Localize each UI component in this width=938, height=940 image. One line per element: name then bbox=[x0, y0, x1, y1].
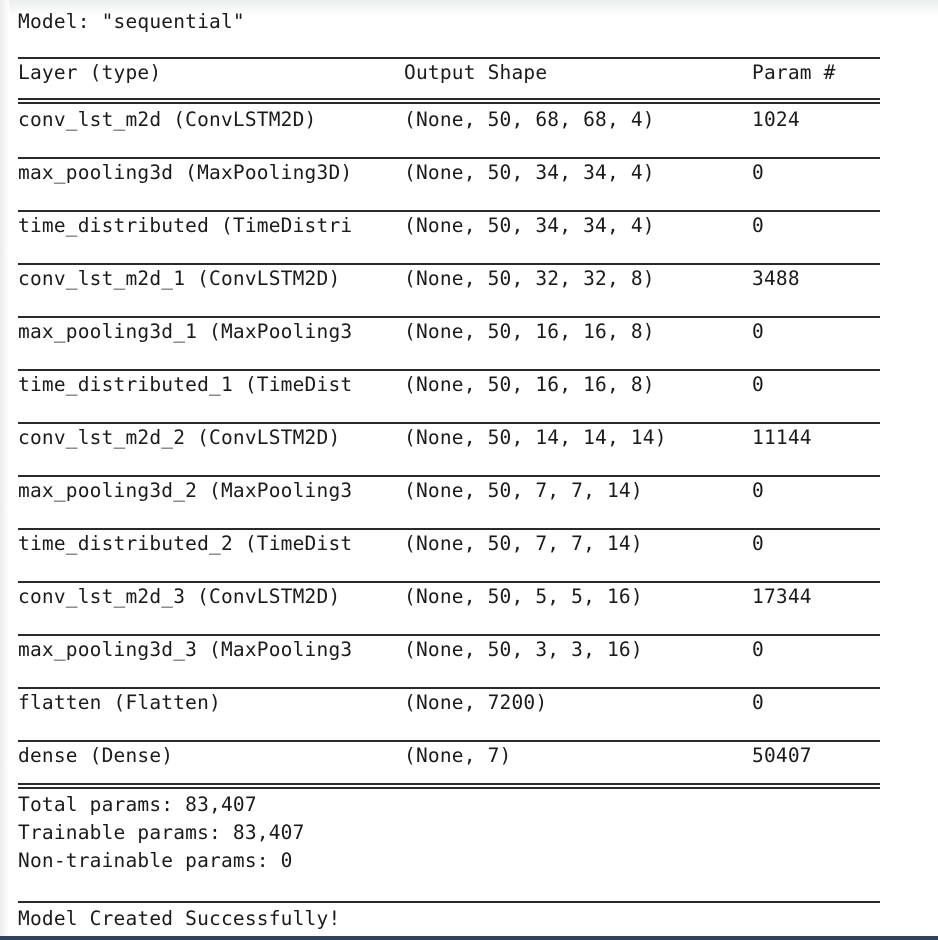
row-separator-rule bbox=[18, 369, 880, 371]
cell-layer-type: time_distributed_2 (TimeDist bbox=[18, 532, 353, 555]
cell-layer-type: flatten (Flatten) bbox=[18, 691, 221, 714]
row-separator-rule bbox=[18, 528, 880, 530]
row-separator-rule bbox=[18, 422, 880, 424]
row-separator-rule bbox=[18, 687, 880, 689]
trainable-params: Trainable params: 83,407 bbox=[18, 821, 305, 844]
cell-layer-type: max_pooling3d (MaxPooling3D) bbox=[18, 161, 353, 184]
cell-output-shape: (None, 7) bbox=[404, 744, 512, 767]
cell-output-shape: (None, 50, 34, 34, 4) bbox=[404, 214, 655, 237]
table-row: time_distributed (TimeDistri (None, 50, 3… bbox=[18, 212, 938, 250]
cell-output-shape: (None, 50, 7, 7, 14) bbox=[404, 479, 643, 502]
cell-param-count: 50407 bbox=[752, 744, 812, 767]
table-row: conv_lst_m2d_3 (ConvLSTM2D) (None, 50, 5,… bbox=[18, 583, 938, 621]
non-trainable-params: Non-trainable params: 0 bbox=[18, 849, 293, 872]
column-header-param: Param # bbox=[752, 61, 836, 84]
cell-param-count: 0 bbox=[752, 532, 764, 555]
cell-param-count: 0 bbox=[752, 638, 764, 661]
cell-param-count: 17344 bbox=[752, 585, 812, 608]
table-row: max_pooling3d_1 (MaxPooling3 (None, 50, 1… bbox=[18, 318, 938, 356]
model-title: Model: "sequential" bbox=[18, 10, 245, 33]
row-separator-rule bbox=[18, 210, 880, 212]
table-body: conv_lst_m2d (ConvLSTM2D) (None, 50, 68, … bbox=[18, 106, 938, 780]
cell-param-count: 0 bbox=[752, 691, 764, 714]
total-params: Total params: 83,407 bbox=[18, 793, 257, 816]
cell-param-count: 0 bbox=[752, 320, 764, 343]
table-row: time_distributed_2 (TimeDist (None, 50, 7… bbox=[18, 530, 938, 568]
cell-output-shape: (None, 50, 7, 7, 14) bbox=[404, 532, 643, 555]
table-row: max_pooling3d_3 (MaxPooling3 (None, 50, 3… bbox=[18, 636, 938, 674]
cell-param-count: 0 bbox=[752, 479, 764, 502]
table-row: time_distributed_1 (TimeDist (None, 50, 1… bbox=[18, 371, 938, 409]
column-header-layer: Layer (type) bbox=[18, 61, 162, 84]
table-row: max_pooling3d_2 (MaxPooling3 (None, 50, 7… bbox=[18, 477, 938, 515]
cell-layer-type: conv_lst_m2d_2 (ConvLSTM2D) bbox=[18, 426, 341, 449]
cell-param-count: 1024 bbox=[752, 108, 800, 131]
cell-output-shape: (None, 50, 5, 5, 16) bbox=[404, 585, 643, 608]
cell-output-shape: (None, 50, 32, 32, 8) bbox=[404, 267, 655, 290]
footer-rule bbox=[18, 901, 880, 903]
row-separator-rule bbox=[18, 157, 880, 159]
table-row: flatten (Flatten) (None, 7200) 0 bbox=[18, 689, 938, 727]
cell-layer-type: dense (Dense) bbox=[18, 744, 174, 767]
cell-output-shape: (None, 50, 14, 14, 14) bbox=[404, 426, 667, 449]
table-row: conv_lst_m2d_2 (ConvLSTM2D) (None, 50, 14… bbox=[18, 424, 938, 462]
header-top-rule bbox=[18, 57, 880, 59]
cell-layer-type: conv_lst_m2d_3 (ConvLSTM2D) bbox=[18, 585, 341, 608]
row-separator-rule bbox=[18, 581, 880, 583]
cell-output-shape: (None, 50, 16, 16, 8) bbox=[404, 373, 655, 396]
cell-param-count: 0 bbox=[752, 373, 764, 396]
cell-output-shape: (None, 50, 68, 68, 4) bbox=[404, 108, 655, 131]
table-row: conv_lst_m2d (ConvLSTM2D) (None, 50, 68, … bbox=[18, 106, 938, 144]
cell-layer-type: time_distributed_1 (TimeDist bbox=[18, 373, 353, 396]
header-double-rule bbox=[18, 98, 880, 104]
cell-layer-type: max_pooling3d_1 (MaxPooling3 bbox=[18, 320, 353, 343]
cell-param-count: 0 bbox=[752, 161, 764, 184]
cell-layer-type: conv_lst_m2d (ConvLSTM2D) bbox=[18, 108, 317, 131]
cell-output-shape: (None, 50, 16, 16, 8) bbox=[404, 320, 655, 343]
table-row: max_pooling3d (MaxPooling3D) (None, 50, 3… bbox=[18, 159, 938, 197]
cell-param-count: 0 bbox=[752, 214, 764, 237]
row-separator-rule bbox=[18, 263, 880, 265]
row-separator-rule bbox=[18, 475, 880, 477]
totals-double-rule bbox=[18, 783, 880, 789]
cell-layer-type: max_pooling3d_3 (MaxPooling3 bbox=[18, 638, 353, 661]
table-row: dense (Dense) (None, 7) 50407 bbox=[18, 742, 938, 780]
totals-block: Total params: 83,407 Trainable params: 8… bbox=[18, 791, 938, 875]
column-header-output-shape: Output Shape bbox=[404, 61, 548, 84]
table-row: conv_lst_m2d_1 (ConvLSTM2D) (None, 50, 32… bbox=[18, 265, 938, 303]
cell-param-count: 3488 bbox=[752, 267, 800, 290]
table-header-row: Layer (type) Output Shape Param # bbox=[18, 59, 938, 95]
cell-output-shape: (None, 7200) bbox=[404, 691, 548, 714]
row-separator-rule bbox=[18, 634, 880, 636]
cell-layer-type: time_distributed (TimeDistri bbox=[18, 214, 353, 237]
cell-layer-type: max_pooling3d_2 (MaxPooling3 bbox=[18, 479, 353, 502]
bottom-accent-bar bbox=[0, 936, 938, 940]
row-separator-rule bbox=[18, 740, 880, 742]
status-message: Model Created Successfully! bbox=[18, 907, 341, 930]
row-separator-rule bbox=[18, 316, 880, 318]
cell-layer-type: conv_lst_m2d_1 (ConvLSTM2D) bbox=[18, 267, 341, 290]
footer-block: Model Created Successfully! bbox=[18, 901, 938, 932]
cell-output-shape: (None, 50, 34, 34, 4) bbox=[404, 161, 655, 184]
cell-output-shape: (None, 50, 3, 3, 16) bbox=[404, 638, 643, 661]
cell-param-count: 11144 bbox=[752, 426, 812, 449]
